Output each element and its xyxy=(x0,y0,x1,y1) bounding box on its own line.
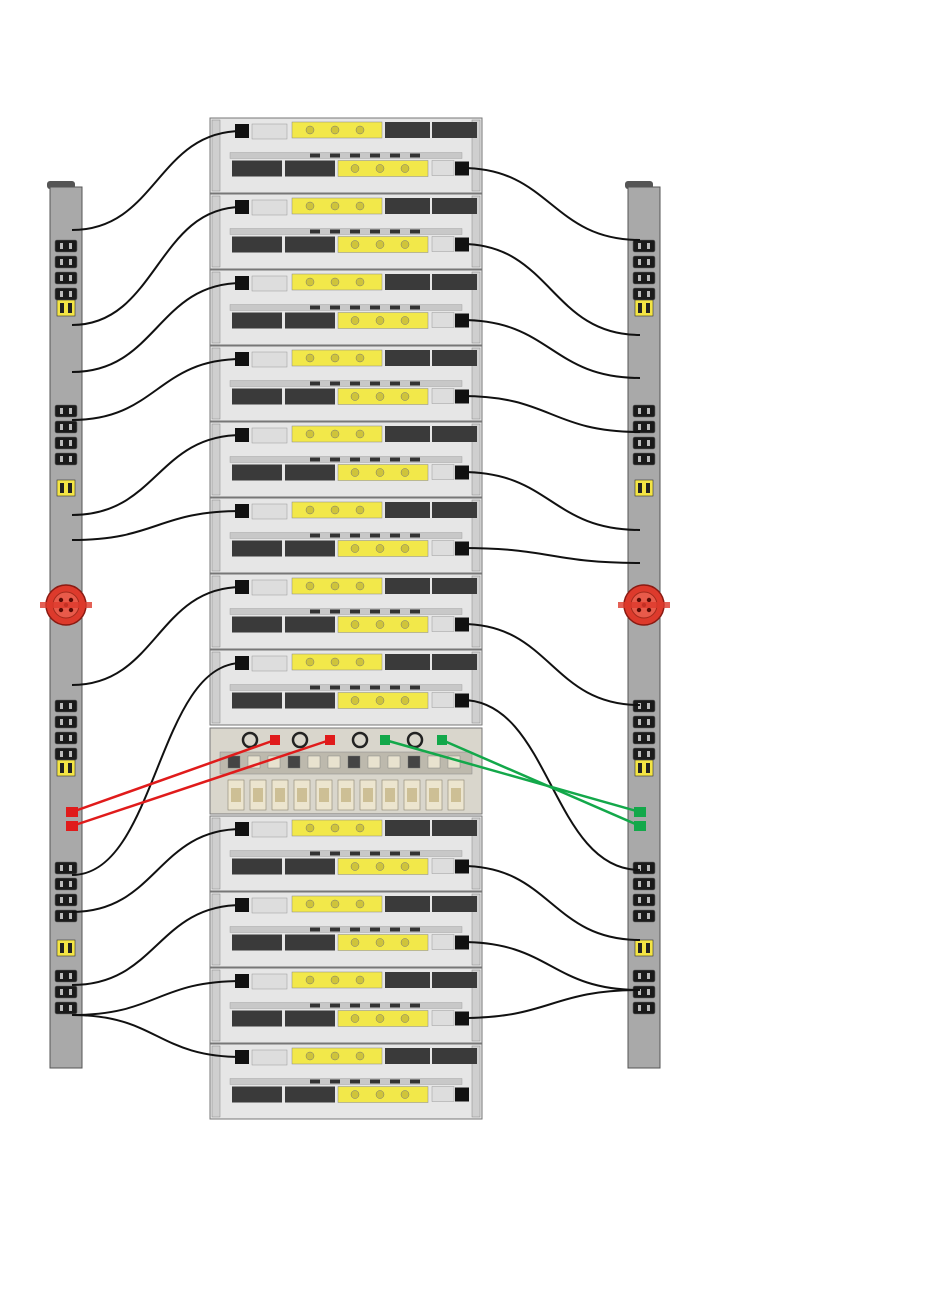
outlet-icon xyxy=(55,878,77,890)
outlet-icon xyxy=(55,894,77,906)
power-cable xyxy=(462,548,640,563)
outlet-icon xyxy=(55,748,77,760)
cable-plug-icon xyxy=(634,821,646,831)
power-cable xyxy=(462,700,640,870)
disk-shelf xyxy=(210,498,482,573)
outlet-icon xyxy=(55,405,77,417)
pdu-body xyxy=(628,187,660,1068)
outlet-icon xyxy=(633,910,655,922)
disk-shelf xyxy=(210,968,482,1043)
power-cable xyxy=(462,942,640,990)
right-pdu xyxy=(618,181,670,1068)
outlet-icon xyxy=(55,1002,77,1014)
disk-shelf xyxy=(210,816,482,891)
cable-plug-icon xyxy=(66,807,78,817)
power-socket-icon xyxy=(455,1088,469,1102)
outlet-icon xyxy=(633,240,655,252)
outlet-icon xyxy=(55,421,77,433)
outlet-icon xyxy=(633,894,655,906)
outlet-icon xyxy=(55,732,77,744)
outlet-icon xyxy=(633,700,655,712)
outlet-icon xyxy=(55,453,77,465)
outlet-icon xyxy=(55,288,77,300)
breaker-label-icon xyxy=(635,760,653,776)
disk-shelf xyxy=(210,270,482,345)
disk-shelf xyxy=(210,422,482,497)
outlet-icon xyxy=(55,862,77,874)
outlet-icon xyxy=(55,700,77,712)
outlet-icon xyxy=(633,405,655,417)
breaker-label-icon xyxy=(635,300,653,316)
outlet-icon xyxy=(633,272,655,284)
outlet-icon xyxy=(55,970,77,982)
outlet-icon xyxy=(633,732,655,744)
outlet-icon xyxy=(633,437,655,449)
outlet-icon xyxy=(633,862,655,874)
left-pdu xyxy=(40,181,92,1068)
outlet-icon xyxy=(55,437,77,449)
cable-plug-icon xyxy=(66,821,78,831)
breaker-label-icon xyxy=(57,300,75,316)
disk-shelf xyxy=(210,650,482,725)
outlet-icon xyxy=(633,716,655,728)
outlet-icon xyxy=(633,986,655,998)
disk-shelf xyxy=(210,118,482,193)
power-cable xyxy=(462,624,640,705)
outlet-icon xyxy=(55,240,77,252)
power-cable xyxy=(462,990,640,1018)
power-cable xyxy=(462,866,640,940)
disk-shelf xyxy=(210,1044,482,1119)
outlet-icon xyxy=(633,878,655,890)
breaker-label-icon xyxy=(57,940,75,956)
power-cable xyxy=(462,472,640,530)
power-cable xyxy=(462,320,640,378)
cable-plug-icon xyxy=(634,807,646,817)
outlet-icon xyxy=(633,288,655,300)
breaker-label-icon xyxy=(635,940,653,956)
outlet-icon xyxy=(55,716,77,728)
pdu-body xyxy=(50,187,82,1068)
outlet-icon xyxy=(55,256,77,268)
breaker-label-icon xyxy=(57,480,75,496)
outlet-icon xyxy=(633,453,655,465)
disk-shelf xyxy=(210,346,482,421)
disk-shelf xyxy=(210,574,482,649)
storage-rack xyxy=(210,118,482,1119)
outlet-icon xyxy=(633,1002,655,1014)
outlet-icon xyxy=(633,748,655,760)
outlet-icon xyxy=(55,272,77,284)
breaker-label-icon xyxy=(57,760,75,776)
power-cable xyxy=(462,396,640,432)
outlet-icon xyxy=(633,970,655,982)
outlet-icon xyxy=(633,256,655,268)
disk-shelf xyxy=(210,194,482,269)
outlet-icon xyxy=(55,986,77,998)
disk-shelf xyxy=(210,892,482,967)
power-cable xyxy=(462,168,640,240)
breaker-label-icon xyxy=(635,480,653,496)
